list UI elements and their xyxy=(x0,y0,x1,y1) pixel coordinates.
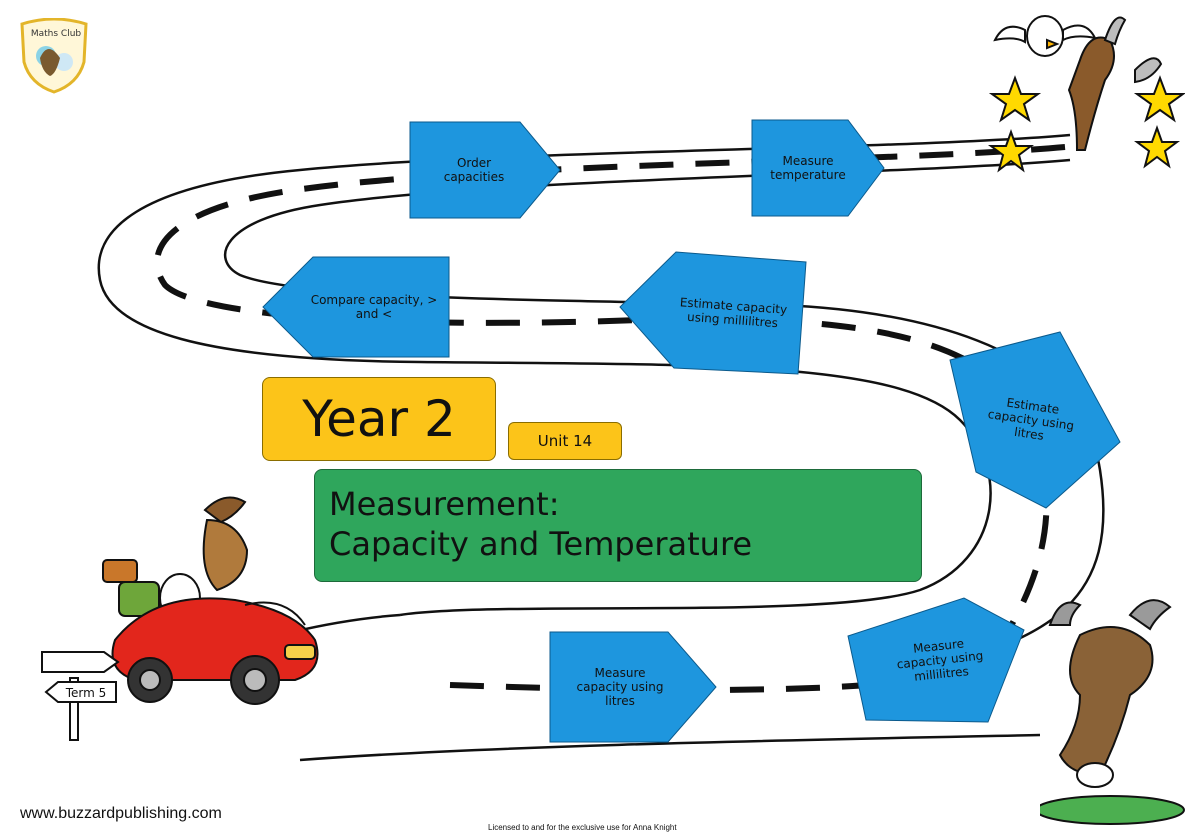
step-label: Compare capacity, > and < xyxy=(310,293,438,321)
unit-label: Unit 14 xyxy=(508,422,622,460)
moose-and-sheep-illustration xyxy=(1040,599,1185,825)
star-icon xyxy=(988,75,1185,173)
step-estimate-capacity-litres[interactable]: Estimate capacity using litres xyxy=(949,331,1122,509)
arrow-right-icon xyxy=(409,121,561,219)
step-label: Measure temperature xyxy=(770,154,846,182)
title-line-1: Measurement: xyxy=(329,485,560,523)
title-line-2: Capacity and Temperature xyxy=(329,525,753,563)
logo-lettering: Maths Club xyxy=(31,29,82,39)
arrow-down-icon xyxy=(949,331,1121,509)
year-label: Year 2 xyxy=(262,377,496,461)
step-measure-capacity-millilitres[interactable]: Measure capacity using millilitres xyxy=(847,597,1025,723)
arrow-right-icon xyxy=(549,631,717,743)
signpost-label: Term 5 xyxy=(65,686,107,700)
term-signpost: Term 5 xyxy=(41,651,120,741)
arrow-left-icon xyxy=(262,256,450,358)
car-with-characters-illustration xyxy=(102,496,319,705)
step-measure-capacity-litres[interactable]: Measure capacity using litres xyxy=(549,631,717,743)
step-estimate-capacity-millilitres[interactable]: Estimate capacity using millilitres xyxy=(619,251,807,375)
license-note: Licensed to and for the exclusive use fo… xyxy=(488,823,677,832)
publisher-url[interactable]: www.buzzardpublishing.com xyxy=(20,805,222,822)
arrow-left-icon xyxy=(847,597,1025,723)
svg-text:Maths Club: Maths Club xyxy=(31,29,82,39)
step-compare-capacity[interactable]: Compare capacity, > and < xyxy=(262,256,451,358)
arrow-left-icon xyxy=(619,251,807,375)
step-measure-temperature[interactable]: Measure temperature xyxy=(751,119,885,217)
maths-club-logo xyxy=(20,18,88,94)
celebrating-characters-illustration xyxy=(988,15,1185,173)
step-label: Measure capacity using litres xyxy=(576,666,664,708)
unit-title: Measurement: Capacity and Temperature xyxy=(314,469,922,582)
arrow-right-icon xyxy=(751,119,885,217)
step-order-capacities[interactable]: Order capacities xyxy=(409,121,562,219)
step-label: Order capacities xyxy=(443,156,505,184)
